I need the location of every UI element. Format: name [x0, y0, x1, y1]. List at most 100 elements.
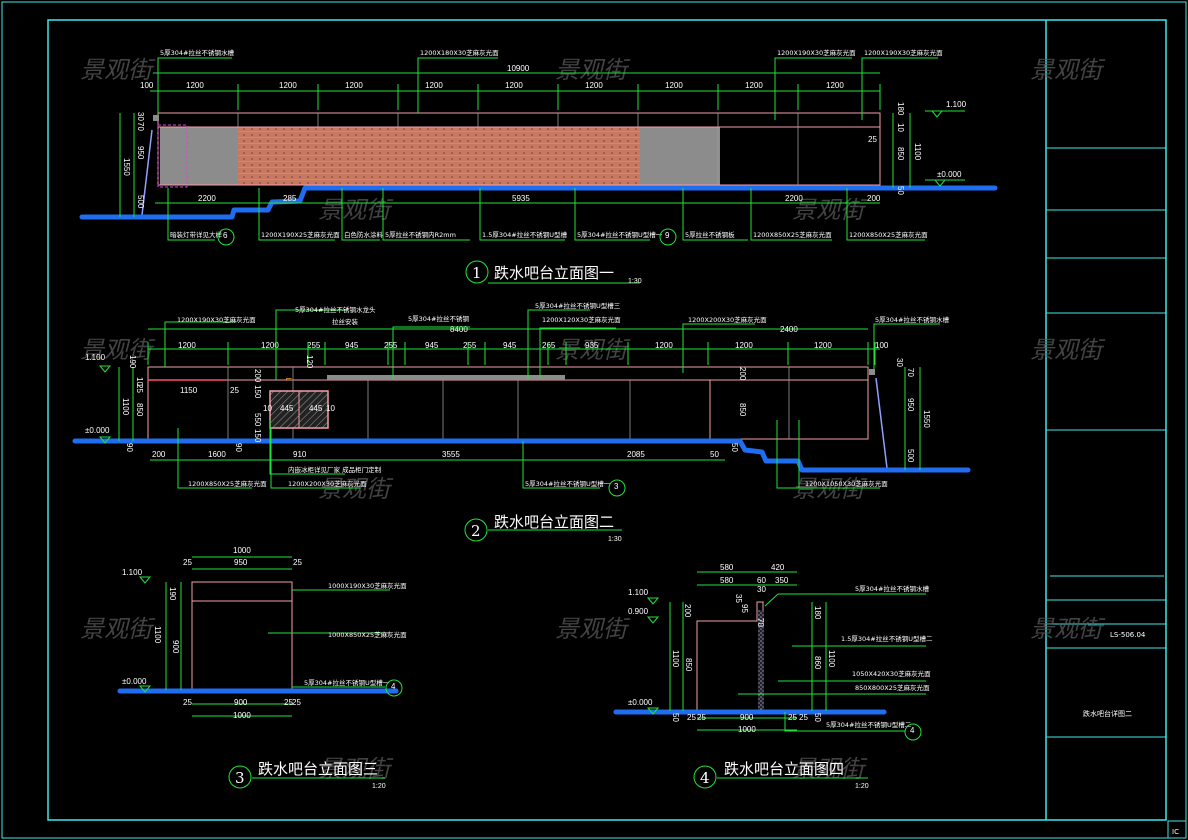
- dim: 25: [799, 713, 808, 722]
- overall-dim: 10900: [507, 64, 530, 73]
- drawing-scale: 1:30: [608, 536, 622, 543]
- dim: 50: [710, 450, 719, 459]
- dim: 1550: [122, 158, 131, 176]
- segment-dim: 1200: [745, 81, 763, 90]
- leader-lines: [157, 57, 938, 120]
- drawing-number: 1: [472, 264, 482, 282]
- dim: 10: [896, 123, 905, 132]
- steel-trough: [327, 375, 565, 380]
- elevation-marker-icon: [138, 576, 152, 693]
- watermark: 景观街: [792, 196, 868, 224]
- dim: 1600: [208, 450, 226, 459]
- dim: 30: [895, 358, 904, 367]
- dim: 850: [896, 147, 905, 161]
- watermark: 景观街: [318, 475, 394, 503]
- dim: 1150: [180, 386, 198, 395]
- dim: 500: [906, 449, 915, 463]
- dim: 25: [293, 558, 302, 567]
- dim: 1100: [153, 626, 162, 644]
- watermark: 景观街: [555, 56, 631, 84]
- dim: 25: [687, 713, 696, 722]
- note: 1.5厚304#拉丝不锈钢U型槽二: [841, 634, 933, 643]
- dim: 10: [135, 377, 144, 386]
- watermark: 景观街: [555, 336, 631, 364]
- dim: 60: [757, 576, 766, 585]
- segment-dim: 1200: [178, 341, 196, 350]
- dim: 1100: [121, 398, 130, 416]
- note: 1200X850X25芝麻灰光面: [188, 479, 267, 488]
- elevation-marker-icon: [646, 597, 660, 715]
- ground-line: [79, 185, 998, 220]
- dim: 25: [230, 386, 239, 395]
- dim: 445: [309, 404, 323, 413]
- segment-dim: 1200: [345, 81, 363, 90]
- segment-dim: 100: [140, 81, 154, 90]
- detail-callout-icon[interactable]: [904, 723, 922, 741]
- note: 1200X200X30芝麻灰光面: [288, 479, 367, 488]
- dim: 190: [168, 587, 177, 601]
- note: 5厚304#拉丝不锈钢U型槽一: [304, 678, 390, 687]
- drawing-title: 跌水吧台立面图四: [724, 760, 844, 778]
- segment-dim: 935: [585, 341, 599, 350]
- title-block-rows: [1046, 147, 1166, 738]
- callout-number: 9: [665, 231, 670, 240]
- elevation-3[interactable]: 1000 25 950 25 25 900 25 25 1000 190 110…: [117, 546, 407, 790]
- dim: 70: [906, 368, 915, 377]
- note: 5厚304#拉丝不锈钢: [408, 314, 469, 323]
- water-trough: [869, 369, 875, 375]
- note: 1050X420X30芝麻灰光面: [852, 669, 931, 678]
- segment-dim: 945: [345, 341, 359, 350]
- note: 1000X850X25芝麻灰光面: [328, 630, 407, 639]
- callout-number: 6: [223, 231, 228, 240]
- segment-dim: 255: [463, 341, 477, 350]
- detail-callout-icon[interactable]: [217, 228, 235, 246]
- watermark: 景观街: [555, 615, 631, 643]
- dim: 25: [183, 698, 192, 707]
- dim: 90: [234, 443, 243, 452]
- dim: 285: [283, 194, 297, 203]
- watermark: 景观街: [80, 336, 156, 364]
- dim: 350: [775, 576, 789, 585]
- leader-lines: [164, 309, 940, 380]
- dim: 2200: [785, 194, 803, 203]
- drawing-number: LS-506.04: [1110, 631, 1146, 639]
- detail-callout-icon[interactable]: [385, 679, 403, 697]
- drawing-number: 3: [235, 769, 245, 787]
- drawing-number-circle: [465, 260, 489, 284]
- segment-dim: 1200: [814, 341, 832, 350]
- detail-callout-icon[interactable]: [659, 228, 677, 246]
- note: 5厚304#拉丝不锈钢水龙头: [295, 305, 376, 314]
- dim: 1100: [827, 650, 836, 668]
- watermark: 景观街: [1030, 56, 1106, 84]
- dim: 30: [757, 585, 766, 594]
- dim: 50: [813, 713, 822, 722]
- drawing-scale: 1:20: [855, 783, 869, 790]
- dim: 150: [253, 385, 262, 399]
- note: 5厚304#拉丝不锈钢U型槽二: [826, 720, 912, 729]
- dim: 25: [697, 713, 706, 722]
- dim: 1000: [233, 711, 251, 720]
- dim: 900: [234, 698, 248, 707]
- elevation-ground: ±0.000: [122, 677, 147, 686]
- segment-dim: 255: [384, 341, 398, 350]
- segment-dim: 945: [425, 341, 439, 350]
- drawing-number-circle: [464, 518, 488, 542]
- dim: 850: [684, 658, 693, 672]
- note: 5厚拉丝不锈钢内R2mm: [385, 230, 456, 239]
- detail-callout-icon[interactable]: [608, 479, 626, 497]
- dim: 1550: [922, 410, 931, 428]
- note: 1000X190X30芝麻灰光面: [328, 581, 407, 590]
- dim: 910: [293, 450, 307, 459]
- elevation-4[interactable]: 580 420 580 60 350 30 25 25 900 25 25 10…: [613, 563, 933, 790]
- dim: 95: [740, 604, 749, 613]
- leader-lines: [738, 593, 926, 732]
- segment-dim: 265: [542, 341, 556, 350]
- segment-dim: 1200: [665, 81, 683, 90]
- callout-number: 4: [391, 682, 396, 691]
- note: 1200X190X30芝麻灰光面: [864, 48, 943, 57]
- leader-lines: [268, 589, 390, 688]
